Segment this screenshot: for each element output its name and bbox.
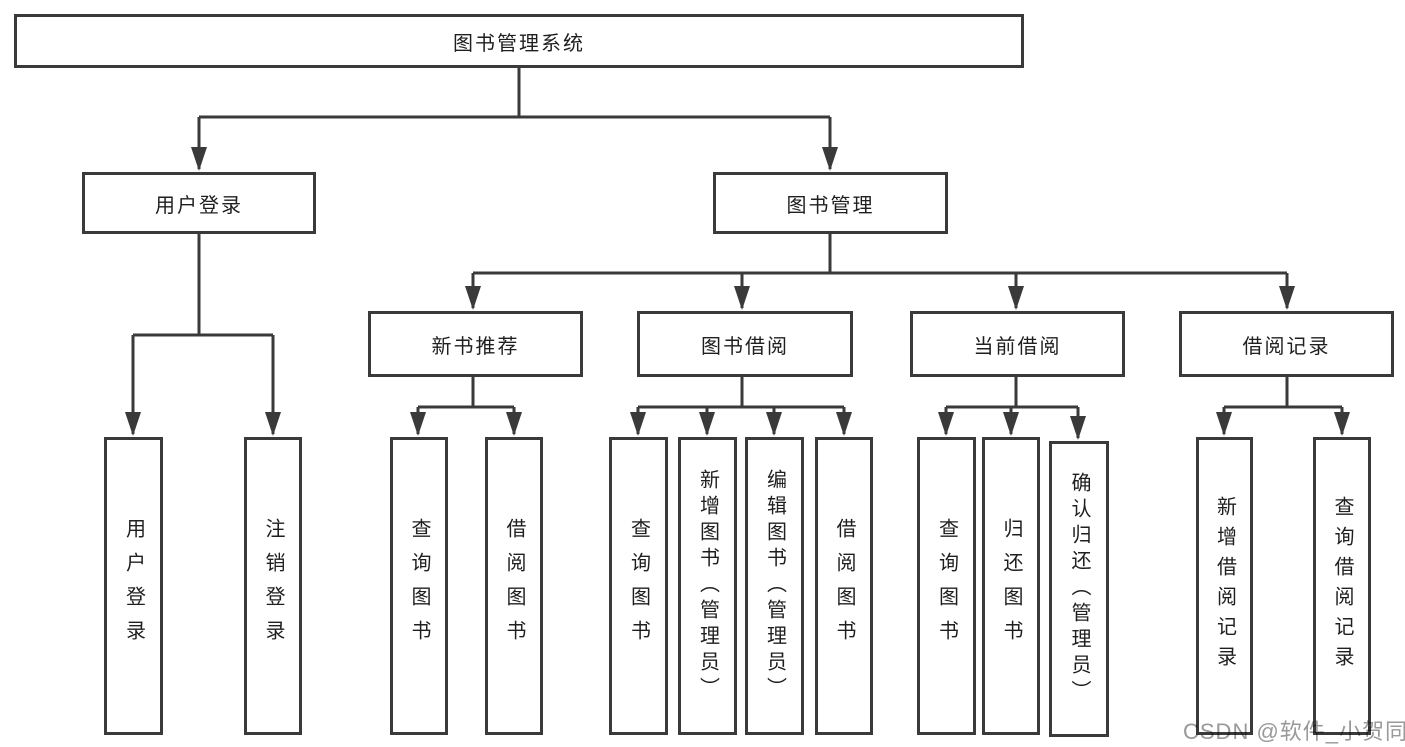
leaf-borrow-books-recommend-label: 借阅图书 (503, 518, 525, 654)
leaf-query-books-borrow: 查询图书 (609, 437, 668, 735)
leaf-edit-book-admin-label: 编辑图书（管理员） (763, 469, 786, 703)
watermark: CSDN @软件_小贺同学 (1183, 719, 1405, 744)
node-new-book-recommend-label: 新书推荐 (431, 335, 520, 358)
leaf-add-book-admin-label: 新增图书（管理员） (696, 469, 719, 703)
leaf-query-books-current: 查询图书 (917, 437, 976, 735)
leaf-query-borrow-record-label: 查询借阅记录 (1331, 496, 1353, 676)
leaf-query-books-borrow-label: 查询图书 (627, 518, 650, 654)
node-root-label: 图书管理系统 (453, 32, 585, 55)
leaf-add-borrow-record-label: 新增借阅记录 (1213, 496, 1236, 676)
leaf-add-borrow-record: 新增借阅记录 (1196, 437, 1253, 735)
leaf-borrow-books-borrow: 借阅图书 (815, 437, 873, 735)
leaf-add-book-admin: 新增图书（管理员） (678, 437, 737, 735)
leaf-borrow-books-borrow-label: 借阅图书 (833, 518, 855, 654)
node-current-borrow: 当前借阅 (910, 311, 1125, 377)
leaf-query-books-current-label: 查询图书 (935, 518, 958, 654)
leaf-return-books: 归还图书 (982, 437, 1040, 735)
node-borrow-records: 借阅记录 (1179, 311, 1394, 377)
node-new-book-recommend: 新书推荐 (368, 311, 583, 377)
node-user-login: 用户登录 (82, 172, 316, 234)
leaf-confirm-return-admin-label: 确认归还（管理员） (1068, 472, 1090, 706)
node-current-borrow-label: 当前借阅 (973, 335, 1062, 358)
leaf-query-borrow-record: 查询借阅记录 (1313, 437, 1371, 735)
node-book-borrow: 图书借阅 (637, 311, 853, 377)
leaf-logout-label: 注销登录 (262, 518, 284, 654)
node-borrow-records-label: 借阅记录 (1242, 335, 1331, 358)
leaf-borrow-books-recommend: 借阅图书 (485, 437, 543, 735)
leaf-query-books-recommend-label: 查询图书 (408, 518, 430, 654)
node-root: 图书管理系统 (14, 14, 1024, 68)
leaf-confirm-return-admin: 确认归还（管理员） (1049, 441, 1109, 737)
leaf-query-books-recommend: 查询图书 (390, 437, 448, 735)
leaf-edit-book-admin: 编辑图书（管理员） (745, 437, 804, 735)
node-book-borrow-label: 图书借阅 (701, 335, 789, 358)
leaf-user-login-label: 用户登录 (122, 518, 145, 654)
node-book-management: 图书管理 (713, 172, 948, 234)
leaf-user-login: 用户登录 (104, 437, 163, 735)
node-user-login-label: 用户登录 (155, 194, 243, 217)
leaf-logout: 注销登录 (244, 437, 302, 735)
leaf-return-books-label: 归还图书 (1000, 518, 1022, 654)
node-book-management-label: 图书管理 (786, 194, 875, 217)
